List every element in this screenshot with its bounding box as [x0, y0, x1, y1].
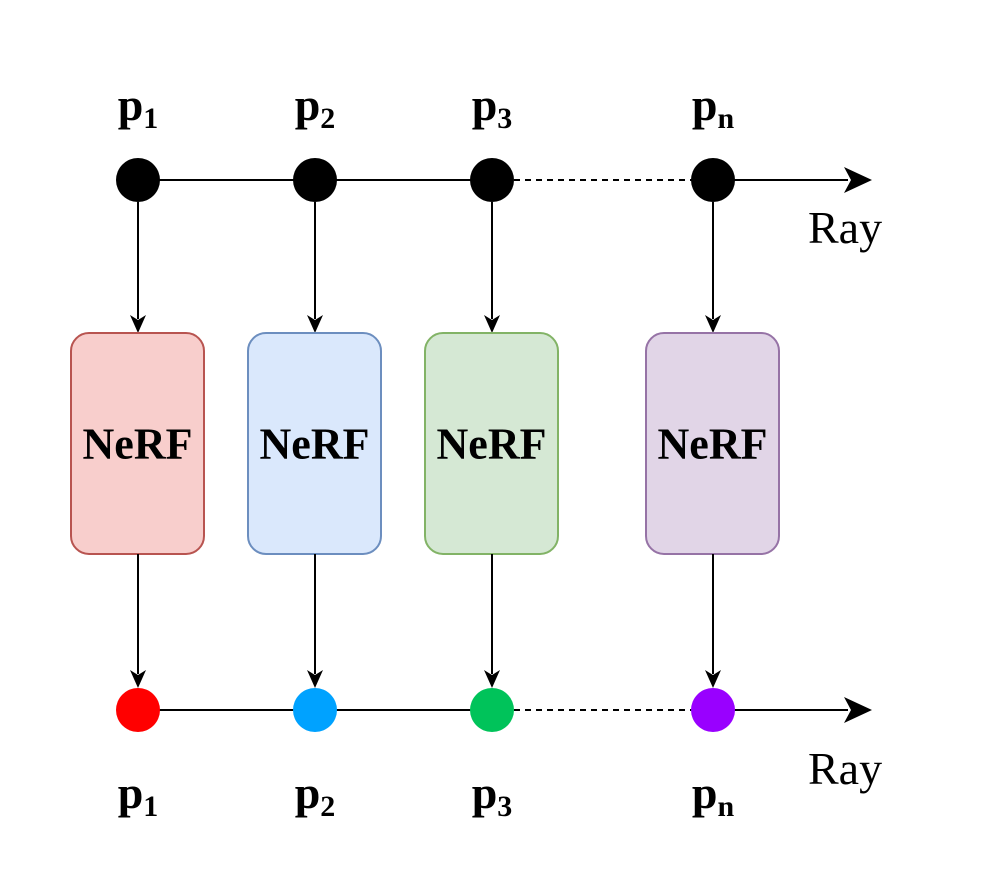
output-sample-point	[293, 688, 337, 732]
output-point-label: pn	[692, 767, 735, 823]
output-arrow-head	[307, 670, 323, 688]
output-arrow-head	[705, 670, 721, 688]
top-ray-arrowhead	[844, 167, 872, 193]
bottom-ray: Ray	[138, 697, 882, 794]
input-sample-point	[116, 158, 160, 202]
input-point-label: pn	[692, 79, 735, 135]
output-arrow-head	[484, 670, 500, 688]
input-arrow-head	[484, 315, 500, 333]
output-sample-point	[691, 688, 735, 732]
input-point-label: p1	[118, 79, 159, 135]
input-arrow-head	[130, 315, 146, 333]
output-sample-point	[116, 688, 160, 732]
input-arrow-head	[307, 315, 323, 333]
nerf-box-label: NeRF	[658, 420, 768, 469]
bottom-ray-arrowhead	[844, 697, 872, 723]
nerf-box-label: NeRF	[83, 420, 193, 469]
input-sample-point	[691, 158, 735, 202]
output-point-label: p3	[472, 767, 513, 823]
top-ray: Ray	[138, 167, 882, 253]
output-point-label: p1	[118, 767, 159, 823]
nerf-box-label: NeRF	[437, 420, 547, 469]
input-sample-point	[470, 158, 514, 202]
output-sample-point	[470, 688, 514, 732]
top-ray-label: Ray	[808, 202, 882, 253]
output-point-label: p2	[295, 767, 336, 823]
nerf-box-label: NeRF	[260, 420, 370, 469]
input-arrow-head	[705, 315, 721, 333]
input-point-label: p2	[295, 79, 336, 135]
input-sample-point	[293, 158, 337, 202]
output-arrow-head	[130, 670, 146, 688]
input-point-label: p3	[472, 79, 513, 135]
bottom-ray-label: Ray	[808, 743, 882, 794]
